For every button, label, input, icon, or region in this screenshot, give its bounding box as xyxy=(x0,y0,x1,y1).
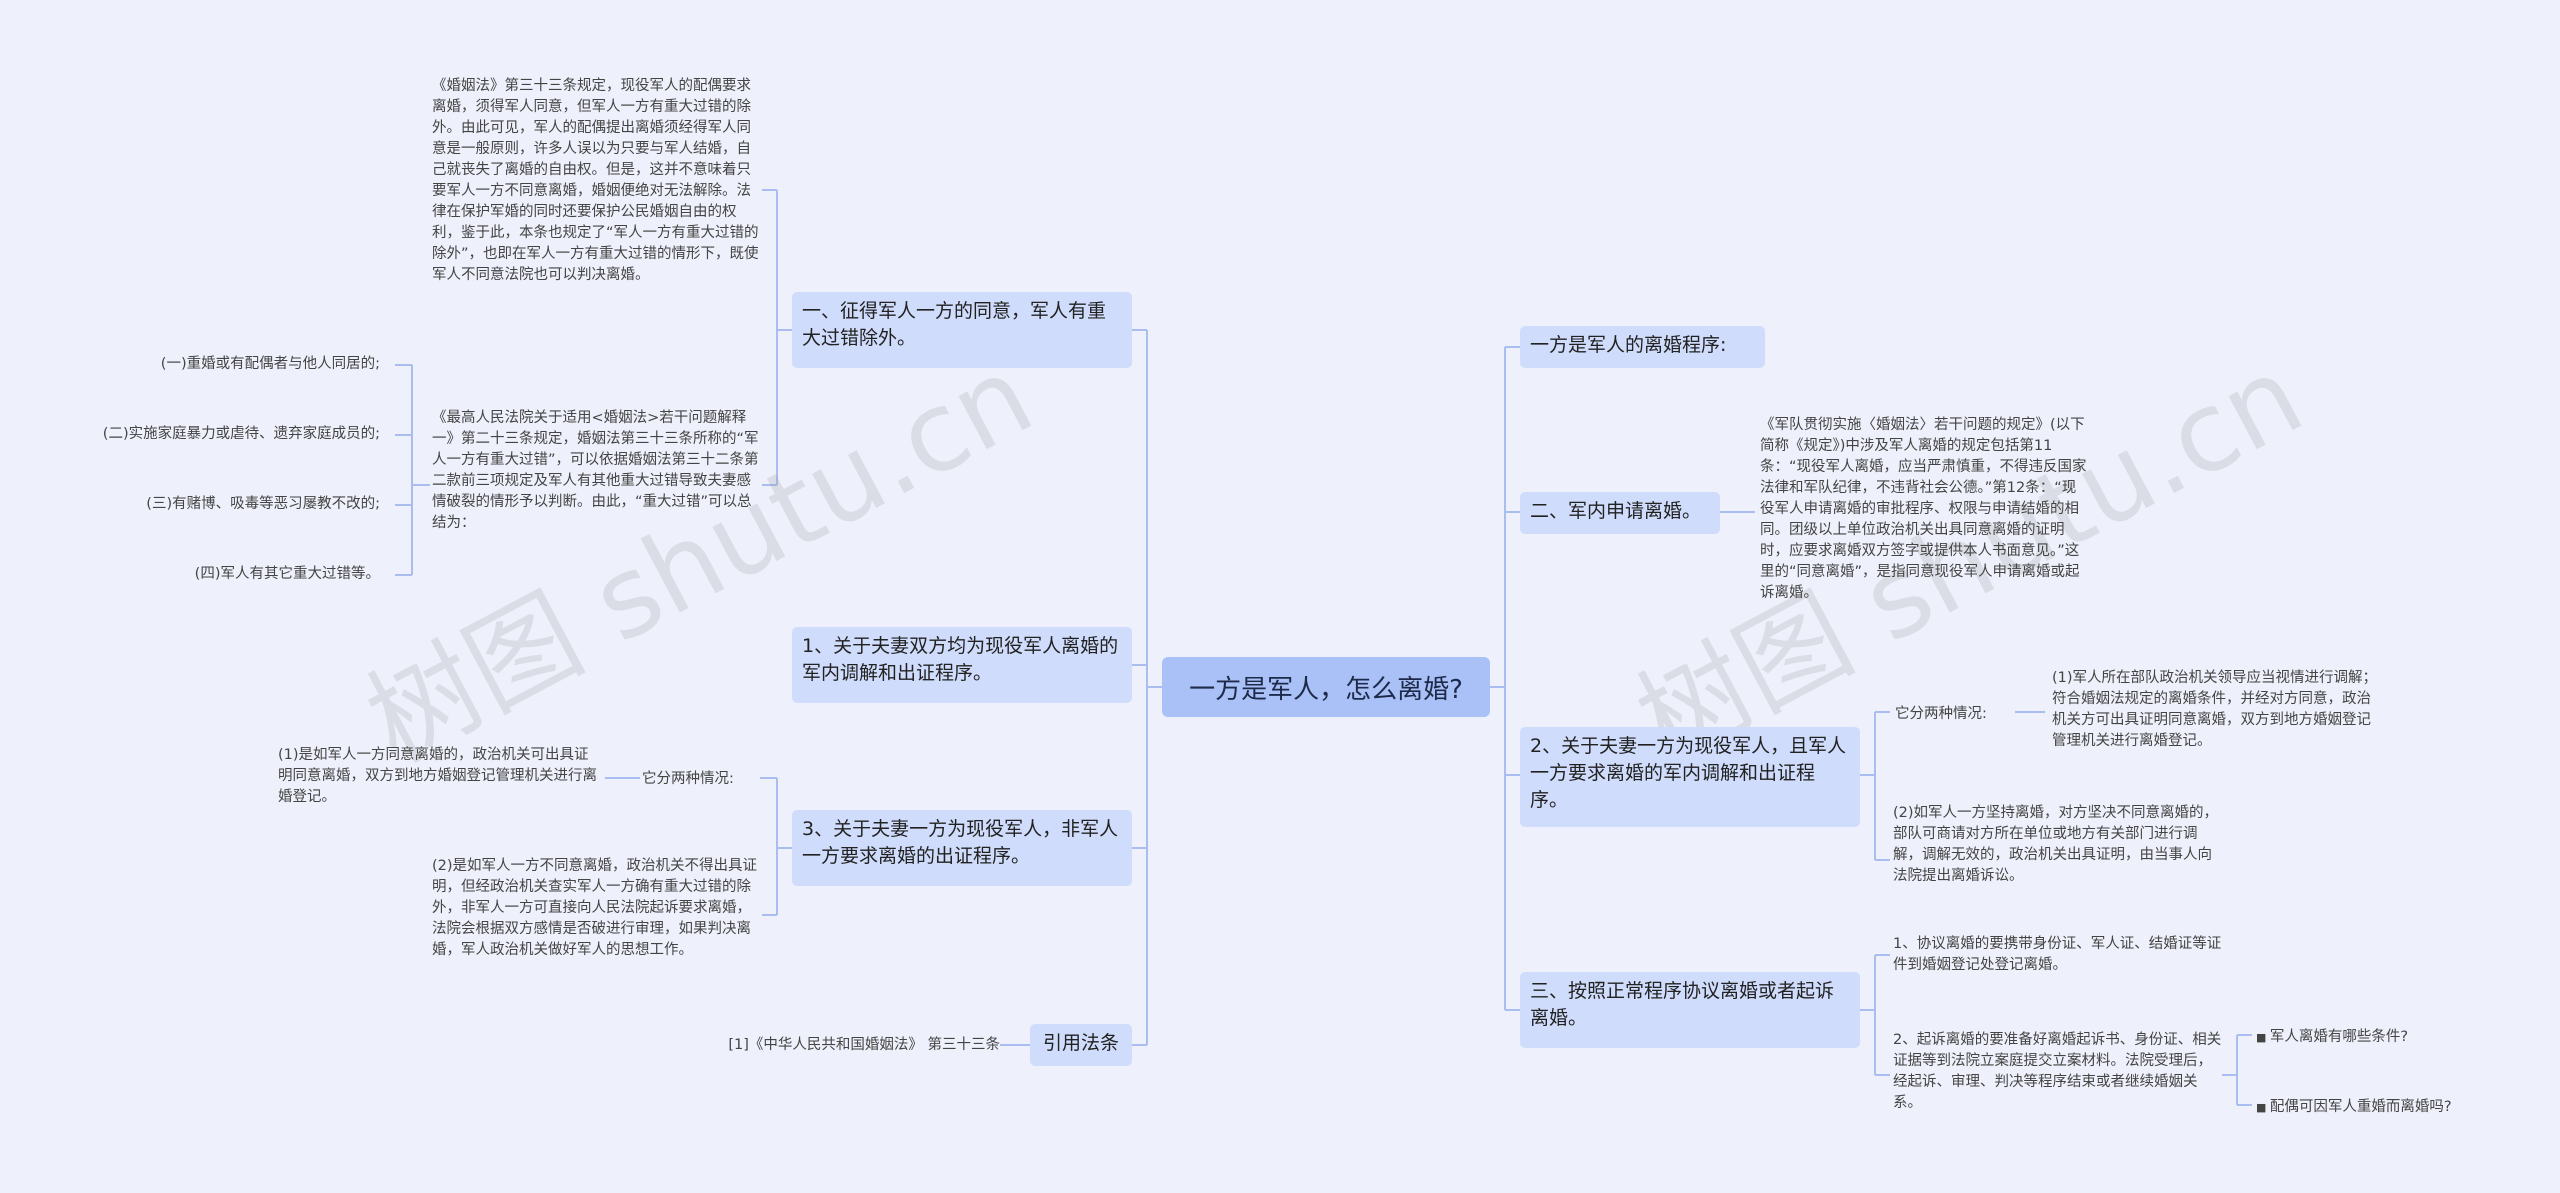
case-insist: (2)如军人一方坚持离婚，对方坚决不同意离婚的，部队可商请对方所在单位或地方有关… xyxy=(1893,805,2219,884)
branch-military-consent[interactable]: 一、征得军人一方的同意，军人有重大过错除外。 xyxy=(792,292,1132,368)
fault-item-2: (二)实施家庭暴力或虐待、遗弃家庭成员的; xyxy=(102,426,380,442)
cases-tag-right: 它分两种情况: xyxy=(1895,706,1987,722)
fault-item-1: (一)重婚或有配偶者与他人同居的; xyxy=(160,356,380,372)
item-litigation-divorce: 2、起诉离婚的要准备好离婚起诉书、身份证、相关证据等到法院立案庭提交立案材料。法… xyxy=(1893,1032,2222,1111)
fault-item-3: (三)有赌博、吸毒等恶习屡教不改的; xyxy=(146,496,380,512)
note-marriage-law-art33: 《婚姻法》第三十三条规定，现役军人的配偶要求离婚，须得军人同意，但军人一方有重大… xyxy=(432,78,759,283)
fault-item-4: (四)军人有其它重大过错等。 xyxy=(194,566,380,582)
note-army-regulations: 《军队贯彻实施〈婚姻法〉若干问题的规定》(以下简称《规定》)中涉及军人离婚的规定… xyxy=(1760,417,2087,601)
related-link-2[interactable]: 配偶可因军人重婚而离婚吗? xyxy=(2256,1095,2546,1116)
cases-tag: 它分两种情况: xyxy=(642,771,734,787)
branch-internal-application[interactable]: 二、军内申请离婚。 xyxy=(1520,492,1720,534)
branch-citation[interactable]: 引用法条 xyxy=(1030,1024,1132,1066)
note-judicial-interpretation: 《最高人民法院关于适用<婚姻法>若干问题解释一》第二十三条规定，婚姻法第三十三条… xyxy=(432,410,759,531)
case-agree: (1)是如军人一方同意离婚的，政治机关可出具证明同意离婚，双方到地方婚姻登记管理… xyxy=(278,747,597,805)
root-node[interactable]: 一方是军人，怎么离婚? xyxy=(1162,657,1490,717)
case-mediation: (1)军人所在部队政治机关领导应当视情进行调解；符合婚姻法规定的离婚条件，并经对… xyxy=(2052,670,2378,749)
citation-ref: [1]《中华人民共和国婚姻法》 第三十三条 xyxy=(728,1037,1000,1053)
related-link-1[interactable]: 军人离婚有哪些条件? xyxy=(2256,1025,2536,1046)
item-agreement-divorce: 1、协议离婚的要携带身份证、军人证、结婚证等证件到婚姻登记处登记离婚。 xyxy=(1893,936,2222,973)
branch-military-request[interactable]: 2、关于夫妻一方为现役军人，且军人一方要求离婚的军内调解和出证程序。 xyxy=(1520,727,1860,827)
branch-procedure-heading[interactable]: 一方是军人的离婚程序: xyxy=(1520,326,1765,368)
branch-both-military[interactable]: 1、关于夫妻双方均为现役军人离婚的军内调解和出证程序。 xyxy=(792,627,1132,703)
branch-normal-procedure[interactable]: 三、按照正常程序协议离婚或者起诉离婚。 xyxy=(1520,972,1860,1048)
branch-non-military-request[interactable]: 3、关于夫妻一方为现役军人，非军人一方要求离婚的出证程序。 xyxy=(792,810,1132,886)
case-disagree: (2)是如军人一方不同意离婚，政治机关不得出具证明，但经政治机关查实军人一方确有… xyxy=(432,858,758,958)
